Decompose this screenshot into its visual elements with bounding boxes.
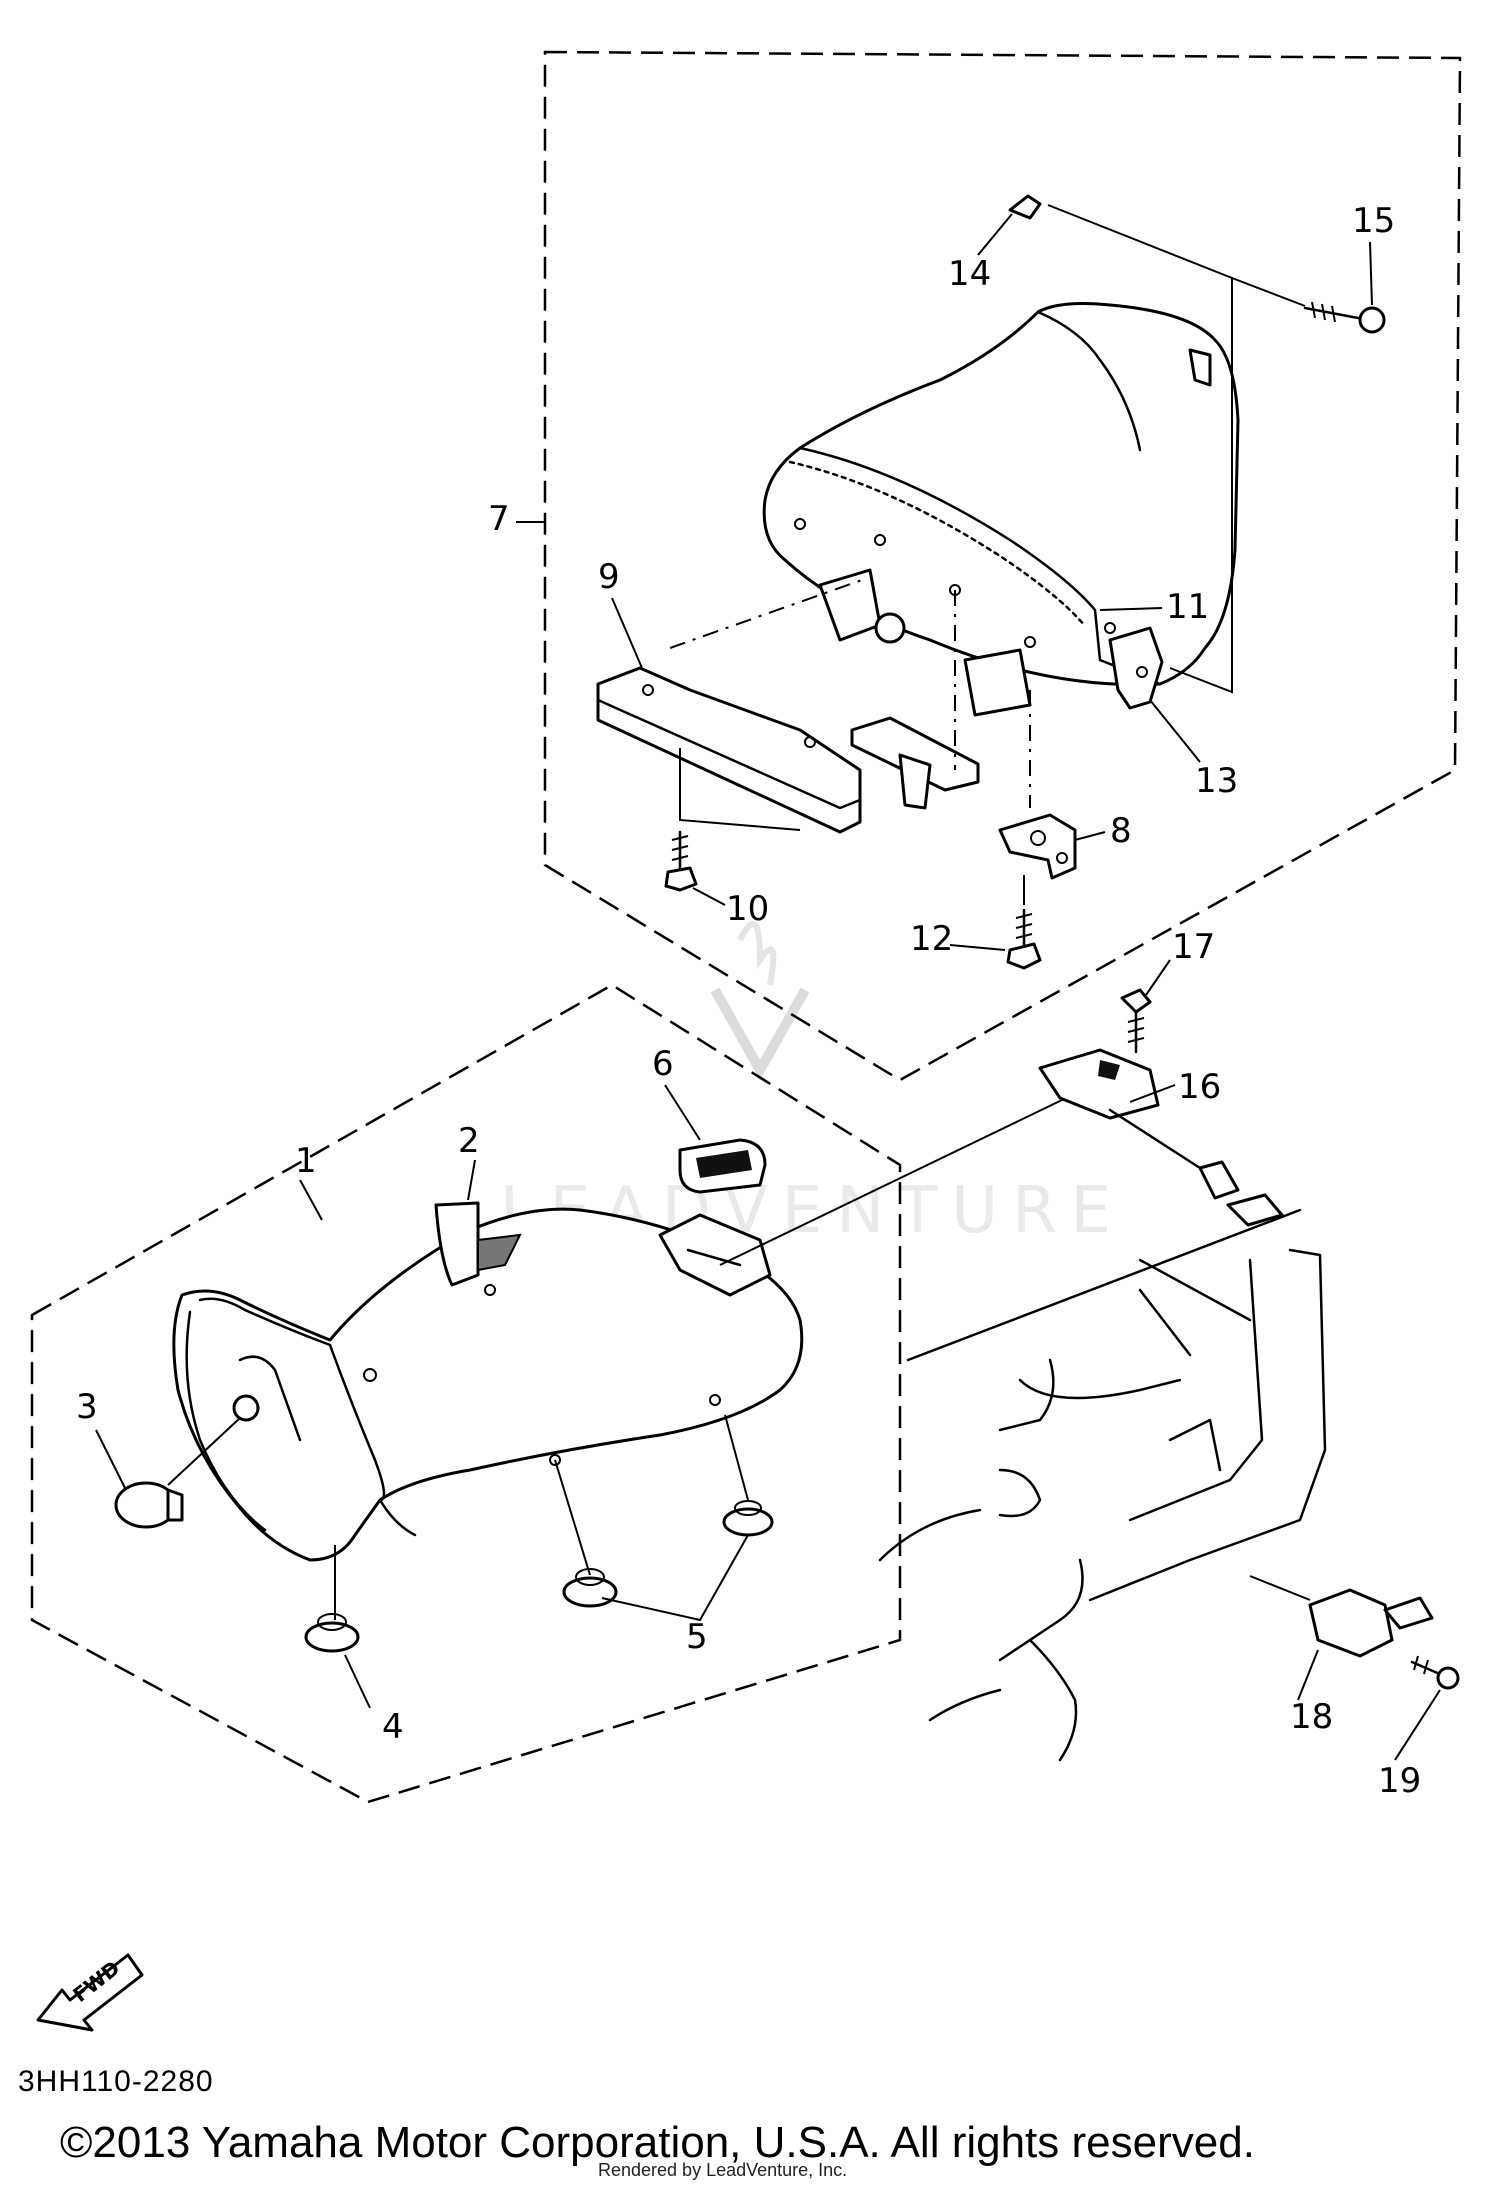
- part-19-screw: [1410, 1655, 1460, 1690]
- callout-15: 15: [1352, 201, 1395, 241]
- callout-4: 4: [382, 1707, 404, 1747]
- callout-5: 5: [686, 1617, 708, 1657]
- part-16-seat-lock: [1038, 1048, 1284, 1227]
- callout-12: 12: [910, 919, 953, 959]
- callout-6: 6: [652, 1044, 674, 1084]
- part-12-bolt: [1006, 908, 1042, 970]
- rendered-by-notice: Rendered by LeadVenture, Inc.: [598, 2160, 848, 2180]
- part-2-seat-strap: [434, 1201, 522, 1287]
- copyright-notice: ©2013 Yamaha Motor Corporation, U.S.A. A…: [60, 2118, 1255, 2167]
- callout-8: 8: [1110, 811, 1132, 851]
- callout-17: 17: [1172, 927, 1215, 967]
- callout-19: 19: [1378, 1761, 1421, 1801]
- callout-13: 13: [1195, 761, 1238, 801]
- callout-16: 16: [1178, 1067, 1221, 1107]
- part-17-bolt: [1120, 988, 1152, 1054]
- fwd-arrow-icon: FWD: [36, 1953, 144, 2032]
- callout-1: 1: [295, 1141, 317, 1181]
- callout-11: 11: [1166, 587, 1209, 627]
- diagram-code: 3HH110-2280: [18, 2065, 214, 2098]
- callout-labels: 1 2 3 4 5 6 7 8 9 10 11 12 13 14 15 16 1…: [76, 201, 1421, 1801]
- part-4-damper: [304, 1613, 360, 1653]
- callout-10: 10: [726, 889, 769, 929]
- frame-section: [878, 1208, 1327, 1762]
- part-5-dampers: [562, 1500, 774, 1608]
- callout-7: 7: [488, 499, 510, 539]
- part-8-bracket: [998, 813, 1077, 880]
- part-18-key-lock: [1308, 1588, 1434, 1658]
- part-9-grab-rail: [596, 666, 862, 834]
- part-3-knob: [114, 1481, 184, 1529]
- callout-9: 9: [598, 557, 620, 597]
- callout-2: 2: [458, 1121, 480, 1161]
- callout-18: 18: [1290, 1697, 1333, 1737]
- seat-hinge-bracket: [850, 716, 980, 810]
- part-6-damper: [678, 1138, 767, 1194]
- part-10-bolt: [664, 830, 698, 892]
- leader-lines-upper: [669, 204, 1306, 905]
- part-15-screw: [1303, 301, 1386, 334]
- main-seat-hook: [658, 1213, 772, 1297]
- leadventure-watermark: LEADVENTURE: [500, 921, 1111, 1248]
- leader-18: [1249, 1575, 1311, 1601]
- passenger-seat: [762, 302, 1240, 717]
- callout-14: 14: [948, 254, 991, 294]
- callout-3: 3: [76, 1387, 98, 1427]
- main-seat: [172, 1207, 804, 1562]
- callout-leaders: [95, 213, 1441, 1761]
- part-14-clip: [1008, 194, 1042, 220]
- seat-assembly-1-boundary: [30, 983, 902, 1804]
- leader-lines-lower: [167, 1099, 1063, 1620]
- part-13-latch-bracket: [1108, 626, 1164, 710]
